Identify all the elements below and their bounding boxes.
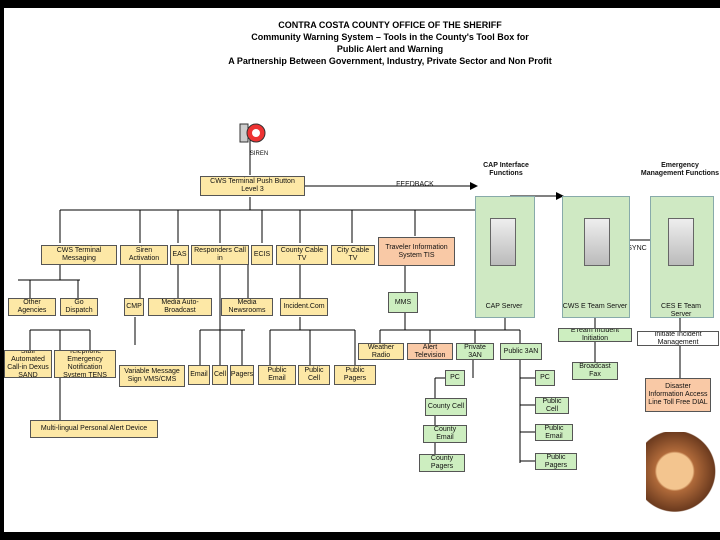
disaster-information-access-line-node: Disaster Information Access Line Toll Fr… (645, 378, 711, 412)
title-line-1: CONTRA COSTA COUNTY OFFICE OF THE SHERIF… (278, 20, 502, 30)
ecis-node: ECIS (251, 245, 273, 265)
public-email-list-node: Public Email (535, 424, 573, 441)
cap-server-label: CAP Server (485, 303, 523, 310)
cws-terminal-messaging-node: CWS Terminal Messaging (41, 245, 117, 265)
public-email-node: Public Email (258, 365, 296, 385)
city-cable-tv-node: City Cable TV (331, 245, 375, 265)
siren-activation-node: Siren Activation (120, 245, 168, 265)
variable-message-sign-node: Variable Message Sign VMS/CMS (119, 365, 185, 387)
cap-server-icon (490, 218, 516, 266)
cws-eteam-server-icon (584, 218, 610, 266)
root-terminal-node: CWS Terminal Push Button Level 3 (200, 176, 305, 196)
media-newsrooms-node: Media Newsrooms (221, 298, 273, 316)
eteam-incident-initiation-node: ETeam Incident Initiation (558, 328, 632, 342)
telephone-emergency-notification-node: Telephone Emergency Notification System … (54, 350, 116, 378)
weather-radio-node: Weather Radio (358, 343, 404, 360)
mms-node: MMS (388, 292, 418, 313)
responders-call-in-node: Responders Call in (191, 245, 249, 265)
siren-label: SIREN (249, 151, 269, 157)
left-border (0, 0, 4, 540)
email-node: Email (188, 365, 210, 385)
county-email-node: County Email (423, 425, 467, 443)
person-on-phone-photo (646, 432, 718, 530)
title-line-2: Community Warning System – Tools in the … (251, 32, 529, 42)
multi-lingual-alert-device-node: Multi-lingual Personal Alert Device (30, 420, 158, 438)
traveler-information-system-node: Traveler Information System TIS (378, 237, 455, 266)
incident-com-node: Incident.Com (280, 298, 328, 316)
media-auto-broadcast-node: Media Auto-Broadcast (148, 298, 212, 316)
bottom-border (0, 532, 720, 540)
private-pc-node: PC (445, 370, 465, 386)
alert-television-node: Alert Television (407, 343, 453, 360)
private-3an-node: Private 3AN (456, 343, 494, 360)
public-pc-node: PC (535, 370, 555, 386)
public-cell-node: Public Cell (298, 365, 330, 385)
title-line-4: A Partnership Between Government, Indust… (228, 56, 552, 66)
staff-automated-call-in-node: Staff Automated Call-in Dexus SAND (4, 350, 52, 378)
emergency-management-title: Emergency Management Functions (640, 162, 720, 177)
ces-eteam-server-icon (668, 218, 694, 266)
go-dispatch-node: Go Dispatch (60, 298, 98, 316)
county-pagers-node: County Pagers (419, 454, 465, 472)
cmp-node: CMP (124, 298, 144, 316)
top-border (0, 0, 720, 8)
sync-label: SYNC (627, 245, 647, 252)
initiate-incident-management-node: Initiate Incident Management (637, 331, 719, 346)
title-line-3: Public Alert and Warning (336, 44, 444, 54)
other-agencies-node: Other Agencies (8, 298, 56, 316)
feedback-label: FEEDBACK (396, 181, 434, 188)
cell-node: Cell (212, 365, 228, 385)
siren-icon (238, 120, 268, 150)
ces-eteam-server-label: CES E Team Server (661, 303, 701, 318)
county-cable-tv-node: County Cable TV (276, 245, 328, 265)
pagers-node: Pagers (230, 365, 254, 385)
county-cell-node: County Cell (425, 398, 467, 416)
cap-title: CAP Interface Functions (483, 162, 529, 177)
eas-node: EAS (170, 245, 189, 265)
broadcast-fax-node: Broadcast Fax (572, 362, 618, 380)
public-pagers-node: Public Pagers (334, 365, 376, 385)
cws-eteam-server-label: CWS E Team Server (562, 303, 628, 310)
public-3an-node: Public 3AN (500, 343, 542, 360)
public-pagers-list-node: Public Pagers (535, 453, 577, 470)
public-cell-list-node: Public Cell (535, 397, 569, 414)
